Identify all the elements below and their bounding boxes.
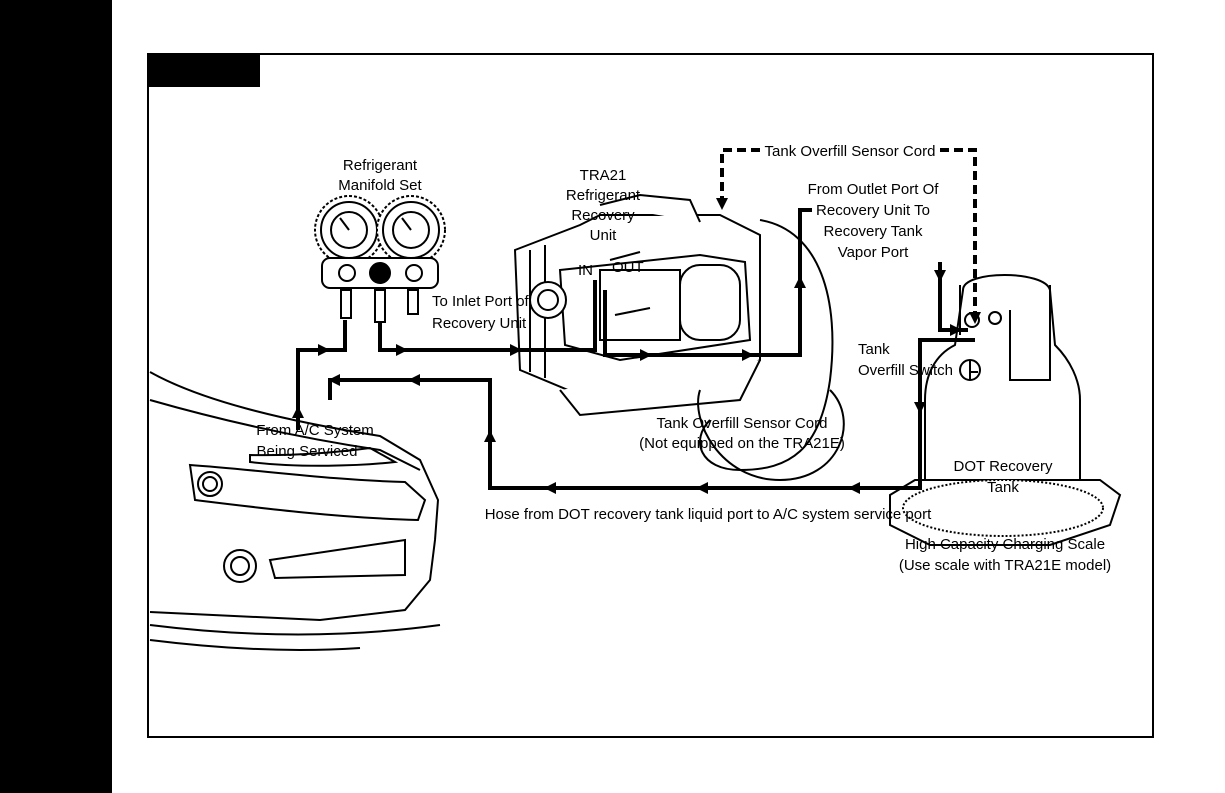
outlet-label-line1: From Outlet Port Of [808,181,940,198]
ac-label-line1: From A/C System [256,422,374,439]
recovery-unit [513,193,761,417]
unit-label-line3: Recovery [571,207,635,224]
scale-label-line1: High Capacity Charging Scale [905,536,1105,553]
manifold-label-line1: Refrigerant [343,157,418,174]
figure-frame [147,53,1154,738]
charging-scale [889,479,1122,546]
out-port-label: OUT [612,259,644,276]
sensor-arrowhead-left [716,198,728,210]
sensor-cord-top-label: Tank Overfill Sensor Cord [765,143,936,160]
sensor-arrowhead-right [969,312,981,324]
outlet-label-line2: Recovery Unit To [816,202,930,219]
outlet-label-line3: Recovery Tank [824,223,923,240]
sensor-cord-bottom-label-line1: Tank Overfill Sensor Cord [657,415,828,432]
left-black-bar [0,0,112,793]
vehicle-illustration [149,371,441,651]
inlet-label-line2: Recovery Unit [432,315,527,332]
ac-label-line2: Being Serviced [257,443,358,460]
tank-label-line2: Tank [987,479,1019,496]
diagram-labels: Refrigerant Manifold Set TRA21 Refrigera… [256,143,1111,574]
flow-arrowheads [292,270,962,494]
scale-label-line2: (Use scale with TRA21E model) [899,557,1111,574]
unit-label-line4: Unit [590,227,618,244]
unit-label-line2: Refrigerant [566,187,641,204]
outlet-label-line4: Vapor Port [838,244,909,261]
tank-label-line1: DOT Recovery [954,458,1053,475]
sensor-cord-loops [697,219,845,482]
hose-return-label: Hose from DOT recovery tank liquid port … [485,506,932,523]
overfill-switch-label-line2: Overfill Switch [858,362,953,379]
inlet-label-line1: To Inlet Port of [432,293,530,310]
in-port-label: IN [578,262,593,279]
manifold-label-line2: Manifold Set [338,177,422,194]
manifold-set [314,195,446,323]
overfill-switch-symbol [959,359,981,381]
unit-label-line1: TRA21 [580,167,627,184]
sensor-cord-dashed [720,148,977,320]
sensor-cord-bottom-label-line2: (Not equipped on the TRA21E) [639,435,845,452]
figure-tag [147,53,260,87]
overfill-switch-label-line1: Tank [858,341,890,358]
